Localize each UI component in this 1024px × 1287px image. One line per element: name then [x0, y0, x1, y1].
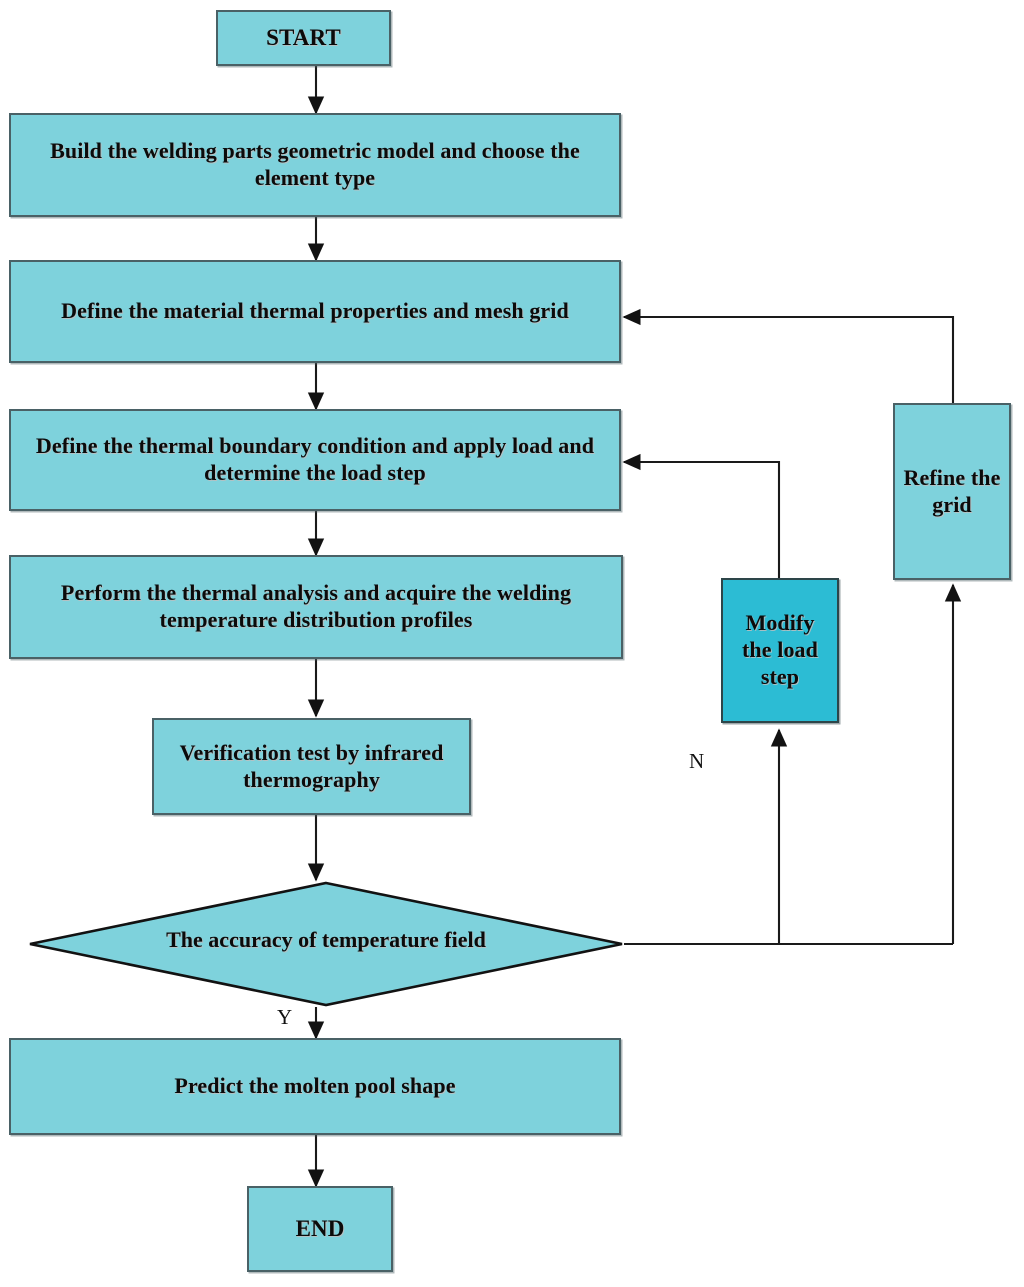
node-perform-analysis-label: Perform the thermal analysis and acquire… [60, 580, 572, 632]
node-build-model[interactable]: Build the welding parts geometric model … [9, 113, 621, 217]
node-predict-pool[interactable]: Predict the molten pool shape [9, 1038, 621, 1135]
node-define-boundary-label: Define the thermal boundary condition an… [35, 433, 595, 485]
node-accuracy-decision[interactable]: The accuracy of temperature field [28, 881, 624, 1007]
node-define-material[interactable]: Define the material thermal properties a… [9, 260, 621, 363]
node-verification[interactable]: Verification test by infrared thermograp… [152, 718, 471, 815]
node-end[interactable]: END [247, 1186, 393, 1272]
node-define-material-label: Define the material thermal properties a… [61, 298, 569, 324]
node-build-model-label: Build the welding parts geometric model … [50, 138, 580, 190]
edge-modify-load-to-boundary [636, 460, 781, 578]
node-start[interactable]: START [216, 10, 391, 66]
node-verification-label: Verification test by infrared thermograp… [179, 739, 444, 792]
edge-label-no: N [689, 749, 705, 773]
node-refine-grid[interactable]: Refine the grid [893, 403, 1011, 580]
node-refine-grid-label: Refine the grid [903, 464, 1001, 517]
edge-refine-grid-to-material [636, 315, 955, 403]
node-modify-load-step-label: Modify the load step [742, 610, 818, 689]
edge-label-yes: Y [277, 1005, 293, 1029]
decision-diamond-shape [29, 881, 623, 1007]
node-perform-analysis[interactable]: Perform the thermal analysis and acquire… [9, 555, 623, 659]
node-define-boundary[interactable]: Define the thermal boundary condition an… [9, 409, 621, 511]
node-accuracy-decision-label: The accuracy of temperature field [166, 926, 486, 952]
node-modify-load-step[interactable]: Modify the load step [721, 578, 839, 723]
node-start-label: START [266, 24, 341, 50]
node-predict-pool-label: Predict the molten pool shape [174, 1073, 456, 1099]
node-end-label: END [295, 1215, 345, 1241]
